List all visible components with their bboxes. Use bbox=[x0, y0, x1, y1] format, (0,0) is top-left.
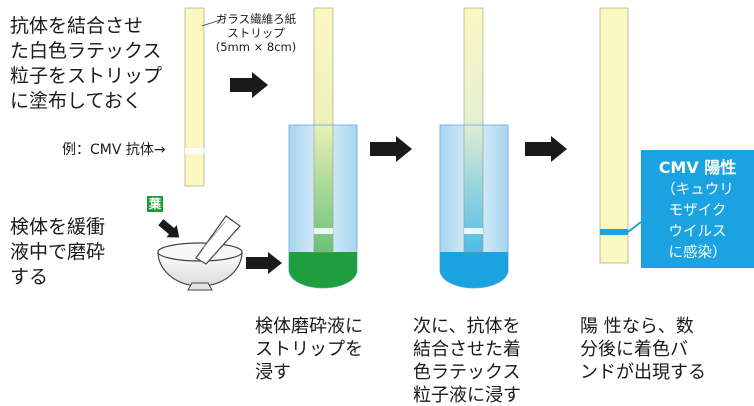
arrow-right-icon bbox=[230, 72, 268, 98]
strip-initial-white-band bbox=[185, 148, 204, 154]
arrow-right-icon bbox=[370, 136, 412, 162]
tube-green bbox=[288, 7, 358, 289]
strip-result bbox=[599, 7, 629, 264]
strip-label-leader bbox=[201, 17, 227, 27]
strip-step2-white-band bbox=[314, 228, 333, 234]
tube-blue bbox=[439, 7, 509, 289]
example-label: 例：CMV 抗体→ bbox=[62, 142, 166, 158]
result-badge: CMV 陽性 （キュウリ モザイク ウイルス に感染） bbox=[641, 150, 754, 268]
arrow-right-icon bbox=[525, 136, 567, 162]
strip-initial bbox=[184, 7, 205, 187]
strip-label: ガラス繊維ろ紙 ストリップ (5mm × 8cm) bbox=[215, 12, 297, 54]
arrow-right-icon bbox=[246, 252, 282, 274]
mortar-pestle-icon bbox=[157, 215, 243, 291]
leaf-icon: 葉 bbox=[147, 196, 163, 212]
step2-caption: 検体磨砕液に ストリップを 浸す bbox=[255, 316, 363, 383]
result-title: CMV 陽性 bbox=[658, 158, 737, 177]
strip-step2 bbox=[313, 7, 334, 253]
step4-caption: 陽 性なら、数 分後に着色バ ンドが出現する bbox=[580, 316, 706, 383]
step3-caption: 次に、抗体を 結合させた着 色ラテックス 粒子液に浸す bbox=[413, 316, 521, 406]
strip-result-blue-band bbox=[600, 229, 628, 235]
strip-step3 bbox=[463, 7, 484, 253]
leaf-pointer-arrow bbox=[158, 219, 180, 238]
result-detail: （キュウリ モザイク ウイルス に感染） bbox=[661, 182, 734, 261]
step1-description: 抗体を結合させ た白色ラテックス 粒子をストリップ に塗布しておく bbox=[10, 15, 163, 112]
result-leader bbox=[627, 221, 642, 233]
sample-description: 検体を緩衝 液中で磨砕 する bbox=[10, 216, 106, 288]
strip-step3-white-band bbox=[464, 228, 483, 234]
